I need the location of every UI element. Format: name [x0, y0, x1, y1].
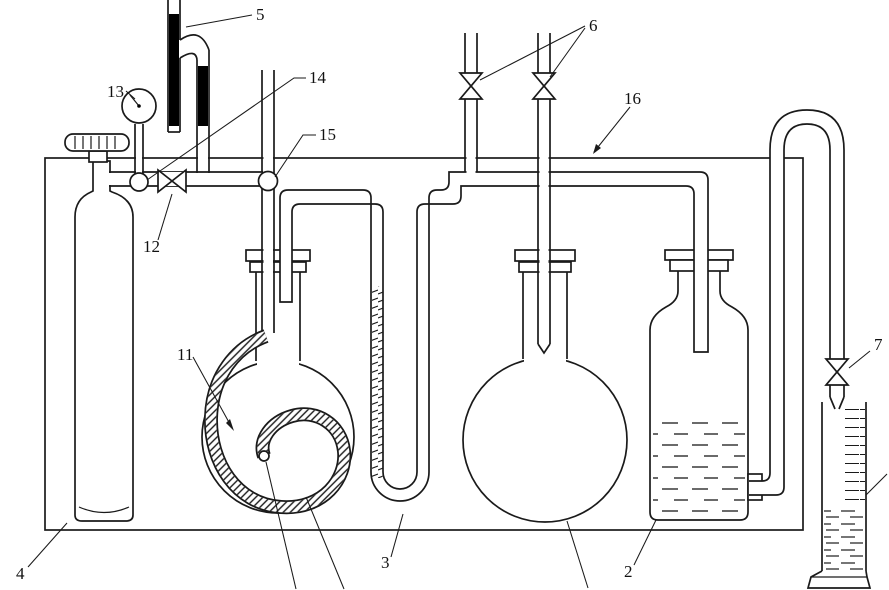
valve-6-right — [531, 72, 557, 100]
leader-line-coil-inner — [265, 461, 297, 590]
outlet-tube — [749, 109, 850, 496]
leader-line — [633, 519, 657, 566]
pressure-gauge — [121, 88, 157, 180]
manometer-fluid-left — [169, 14, 179, 126]
leader-arrowhead — [226, 419, 234, 431]
ref-label-16: 16 — [593, 89, 641, 154]
leader-line — [192, 356, 232, 427]
leader-line — [185, 14, 253, 28]
coil-open-end — [258, 450, 270, 462]
cylinder-body — [74, 160, 134, 522]
leader-line — [549, 27, 586, 78]
valve-6-left — [458, 72, 484, 100]
ref-label-7: 7 — [848, 335, 883, 369]
label-4: 4 — [16, 564, 25, 583]
gas-cylinder — [64, 133, 134, 522]
label-14: 14 — [309, 68, 327, 87]
valve-7 — [824, 358, 850, 386]
heating-coil — [203, 329, 352, 515]
ref-label-15: 15 — [274, 125, 336, 178]
inlet-tube — [261, 70, 275, 334]
measuring-cylinder — [806, 402, 872, 589]
label-2: 2 — [624, 562, 633, 581]
ref-label-6: 6 — [479, 16, 598, 81]
bottle-liquid — [653, 421, 745, 517]
leader-line — [27, 522, 68, 568]
leader-line — [274, 134, 316, 178]
coil-hatched-band — [205, 331, 350, 513]
round-flask-bulb — [462, 357, 628, 523]
ref-label-3: 3 — [381, 513, 404, 572]
ref-label-5: 5 — [185, 5, 265, 28]
label-5: 5 — [256, 5, 265, 24]
cylinder-handwheel — [64, 133, 130, 152]
label-16: 16 — [624, 89, 641, 108]
coil-flask-stopper — [245, 249, 311, 262]
gauge-needle — [129, 94, 140, 107]
gas-bottle — [649, 249, 763, 521]
stopcock-tube-left — [458, 33, 484, 177]
ref-label-12: 12 — [143, 193, 173, 256]
pipe-union-14 — [129, 172, 149, 192]
label-3: 3 — [381, 553, 390, 572]
cutoff-leaders — [265, 461, 888, 590]
valve-stem — [88, 150, 108, 163]
label-15: 15 — [319, 125, 336, 144]
main-pipe-run — [279, 171, 709, 502]
manometer-fluid-right — [198, 66, 208, 126]
pipe-run-outline — [279, 171, 709, 502]
leader-line — [479, 25, 586, 81]
label-13: 13 — [107, 82, 124, 101]
utube-graduations — [372, 286, 383, 478]
leader-line-measuring-cylinder — [865, 473, 888, 496]
leader-line — [390, 513, 404, 558]
dip-tube-tip — [537, 343, 551, 355]
cylinder-foot — [806, 570, 872, 589]
leader-line-coil-outer — [305, 496, 345, 590]
bench-frame — [44, 157, 804, 531]
label-6: 6 — [589, 16, 598, 35]
valve-12 — [157, 168, 187, 194]
leader-line-round-flask — [566, 520, 589, 589]
manometer — [167, 0, 210, 174]
ref-label-11: 11 — [177, 345, 234, 431]
label-11: 11 — [177, 345, 193, 364]
stopcock-tube-right — [531, 33, 557, 355]
leader-line — [848, 350, 871, 369]
frame-outline — [44, 157, 804, 531]
cylinder-liquid — [824, 506, 864, 570]
cylinder-graduations — [845, 409, 865, 504]
ref-label-13: 13 — [107, 82, 136, 101]
cylinder-base-line — [78, 506, 130, 514]
ref-label-2: 2 — [624, 519, 657, 581]
ref-label-14: 14 — [146, 68, 327, 181]
leader-arrowhead — [593, 144, 601, 154]
leader-line — [157, 193, 173, 241]
ref-label-4: 4 — [16, 522, 68, 583]
leader-line — [146, 77, 306, 181]
label-7: 7 — [874, 335, 883, 354]
handwheel-ribs — [74, 136, 116, 149]
label-12: 12 — [143, 237, 160, 256]
reference-labels: 5 13 14 15 12 11 6 — [16, 5, 888, 590]
pipe-union-15 — [257, 170, 279, 192]
leader-line — [125, 90, 136, 100]
leader-line — [593, 106, 631, 153]
